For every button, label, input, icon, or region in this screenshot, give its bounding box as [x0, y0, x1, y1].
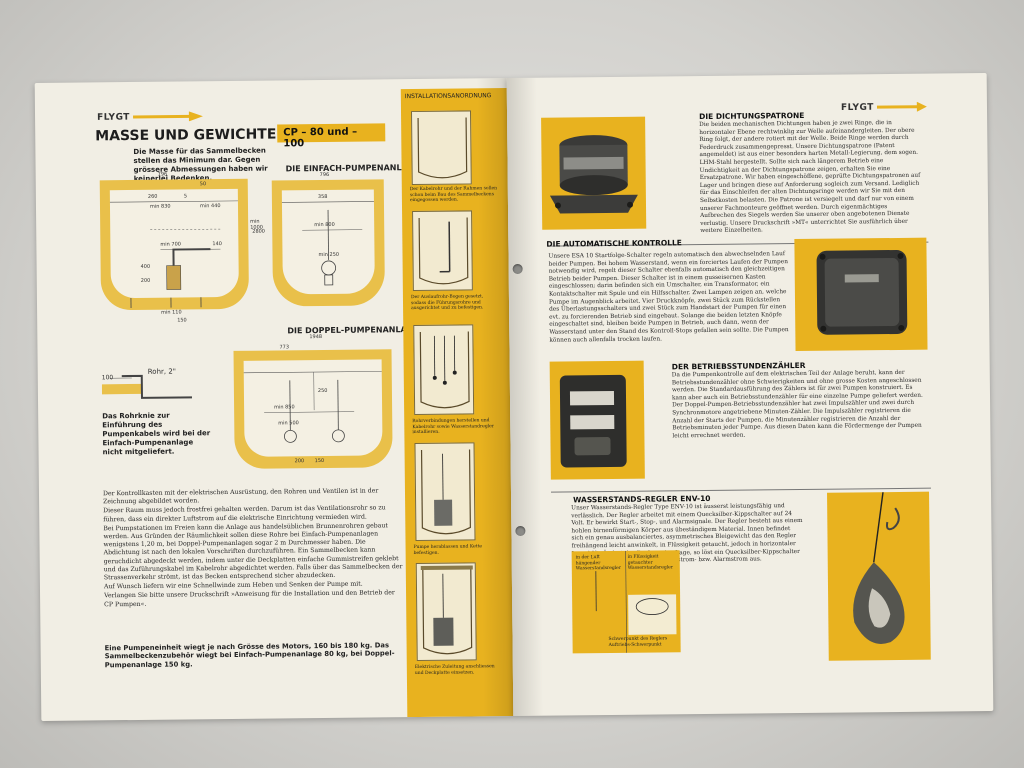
section-diagram-lines [109, 200, 238, 309]
dim-label: 1948 [309, 334, 323, 341]
gutter-shadow [506, 77, 544, 717]
dim-label: 50 [199, 181, 207, 188]
pipe-note: Das Rohrknie zur Einführung des Pumpenka… [102, 411, 211, 457]
double-pump-lines [243, 371, 382, 443]
brand-arrow-icon [877, 102, 927, 113]
weights-text: Eine Pumpeneinheit wiegt je nach Grösse … [104, 641, 395, 670]
counter-photo-panel [549, 360, 645, 480]
installation-column: INSTALLATIONSANORDNUNG Der Kabelrohr und… [400, 88, 514, 718]
single-pump-heading: DIE EINFACH-PUMPENANLAGE [285, 162, 420, 174]
left-page: FLYGT MASSE UND GEWICHTE CP – 80 und – 1… [34, 78, 514, 721]
body-paragraph: Dieser Raum muss jedoch frostfrei gehalt… [103, 504, 386, 523]
pipe-elbow-drawing [101, 374, 192, 399]
control-title: DIE AUTOMATISCHE KONTROLLE [546, 238, 682, 249]
dim-label: 200 [294, 458, 305, 465]
dim-label: 773 [279, 344, 290, 351]
install-step-3 [413, 324, 475, 416]
dim-label: 358 [317, 193, 328, 201]
regulator-title: WASSERSTANDS-REGLER ENV-10 [573, 493, 711, 505]
dim-label: min 800 [314, 221, 335, 229]
install-step-2-drawing [418, 217, 469, 285]
seal-cartridge-photo [549, 135, 638, 214]
dim-label: 796 [319, 171, 330, 179]
dim-label: 200 [140, 277, 151, 284]
model-badge: CP – 80 und – 100 [277, 123, 386, 149]
seal-title: DIE DICHTUNGSPATRONE [699, 110, 805, 122]
dim-label: min 440 [199, 203, 221, 210]
single-pump-diagram: 796 358 min 800 min 250 [271, 172, 386, 307]
dim-label: 400 [140, 263, 151, 270]
dim-label: 150 [314, 457, 325, 465]
install-step-2 [412, 210, 473, 292]
body-paragraph: Bei Pumpstationen im Freien kann die Anl… [103, 522, 403, 582]
dim-label: 140 [212, 241, 222, 248]
install-step-4-drawing [420, 449, 471, 535]
dim-label: 150 [177, 317, 187, 324]
dim-label: 2800 [252, 228, 266, 235]
install-step-1 [411, 110, 472, 186]
double-pump-heading: DIE DOPPEL-PUMPENANLAGE [287, 324, 419, 336]
dim-label: min 500 [278, 420, 299, 427]
dim-label: 5 [183, 193, 188, 200]
pipe-elbow-diagram: Rohr, 2" 100 [102, 367, 212, 408]
single-pump-lines [281, 201, 374, 286]
counter-text: Da die Pumpenkontrolle auf dem elektrisc… [671, 369, 923, 440]
install-step-3-drawing [419, 331, 470, 409]
dim-label: min 830 [149, 203, 171, 210]
install-step-5-drawing [420, 565, 473, 655]
body-paragraph: Der Kontrollkasten mit der elektrischen … [102, 487, 379, 506]
dim-label: 260 [147, 193, 158, 200]
page-title: MASSE UND GEWICHTE [95, 126, 277, 145]
install-step-4 [414, 442, 476, 542]
brand-logo-right: FLYGT [841, 102, 927, 113]
regulator-label-center: Schwerpunkt des Reglers Auftriebs-Schwer… [608, 636, 668, 648]
regulator-diagram [595, 550, 677, 653]
brand-text: FLYGT [840, 102, 874, 114]
brand-text: FLYGT [97, 112, 130, 123]
body-paragraph: Verlangen Sie bitte unsere Druckschrift … [104, 589, 395, 608]
install-step-1-drawing [417, 117, 468, 179]
control-photo-panel [794, 237, 928, 352]
seal-photo-panel [541, 116, 647, 230]
install-step-5 [415, 562, 477, 662]
control-box-photo [816, 249, 908, 335]
control-text: Unsere ESA 10 Startfolge-Schalter regeln… [548, 251, 789, 344]
brand-arrow-icon [133, 111, 203, 122]
counter-title: DER BETRIEBSSTUNDENZÄHLER [671, 360, 806, 372]
dim-label: 250 [317, 387, 328, 395]
right-page: FLYGT DIE DICHTUNGSPATRONE Die beiden me… [506, 73, 994, 717]
dim-label: 796 [157, 171, 168, 178]
brand-logo-left: FLYGT [97, 111, 203, 123]
double-pump-diagram: 1948 773 250 min 850 min 500 200 150 [233, 334, 393, 469]
body-text: Der Kontrollkasten mit der elektrischen … [103, 487, 404, 610]
dim-label: min 850 [274, 404, 295, 411]
hour-counter-photo [559, 374, 627, 468]
dim-label: min 110 [161, 309, 182, 316]
pipe-dim-label: 100 [101, 374, 114, 382]
regulator-photo-panel [827, 491, 931, 661]
dim-label: min 250 [318, 251, 340, 259]
regulator-diagram-panel: in der Luft hängender Wasserstandsregler… [571, 550, 681, 654]
brochure-spread: FLYGT MASSE UND GEWICHTE CP – 80 und – 1… [34, 73, 994, 721]
dim-label: min 700 [160, 241, 181, 248]
section-diagram: 796 50 260 5 min 830 min 440 min 700 140… [99, 172, 265, 324]
float-regulator-photo [853, 492, 905, 644]
pipe-label: Rohr, 2" [147, 367, 177, 376]
seal-text: Die beiden mechanischen Dichtungen haben… [699, 120, 921, 235]
